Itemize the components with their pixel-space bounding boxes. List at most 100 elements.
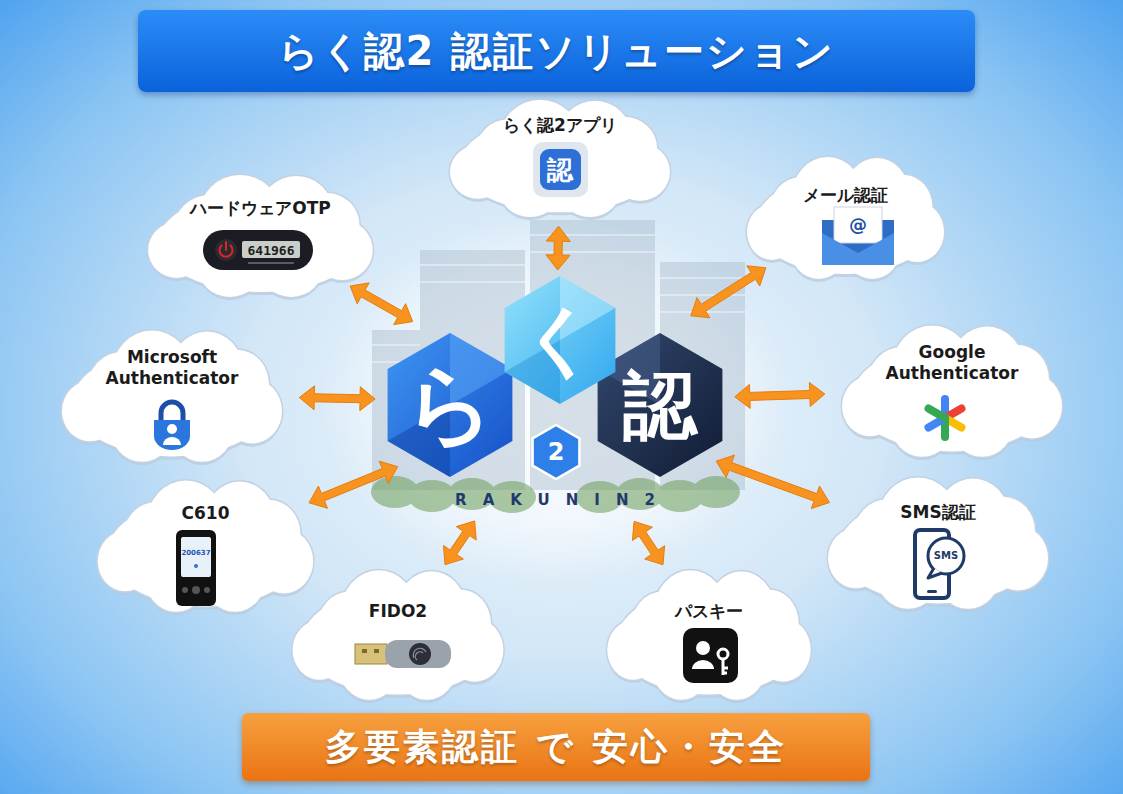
speech-tail — [928, 568, 942, 578]
double-arrow — [309, 461, 398, 508]
cloud-outline — [832, 320, 1072, 460]
cloud-lobe — [293, 620, 347, 679]
cloud-lobe — [98, 531, 153, 591]
device-button — [182, 587, 188, 593]
icon-tile — [533, 142, 588, 197]
device-dot — [194, 564, 198, 568]
cloud-lobe — [62, 381, 118, 441]
cloud-edge — [842, 325, 1062, 456]
cloud-lobe — [842, 376, 898, 436]
c610-device — [176, 530, 216, 606]
cloud-label: メール認証 — [751, 185, 941, 206]
passkey-icon — [683, 628, 738, 683]
google-authenticator-icon — [929, 399, 962, 437]
cloud-body — [747, 157, 944, 279]
fingerprint-pad — [409, 643, 431, 665]
cloud-edge — [450, 100, 670, 217]
key-body — [385, 640, 451, 668]
cloud-body — [842, 325, 1062, 456]
building-silhouette — [372, 220, 745, 490]
power-button — [215, 239, 237, 261]
usb-hole — [374, 649, 379, 653]
fido2-key — [355, 640, 451, 668]
title-text: らく認2 認証ソリューション — [278, 24, 836, 79]
cloud-edge — [293, 570, 504, 700]
power-symbol — [220, 242, 233, 257]
lock-body — [154, 420, 190, 450]
device-body — [176, 530, 216, 606]
passkey-tile — [683, 628, 738, 683]
cloud-shadow — [98, 484, 313, 615]
cloud-label: SMS認証 — [838, 502, 1038, 523]
cloud-lobe — [890, 388, 954, 457]
passkey-key-bow — [718, 649, 728, 659]
device-button — [192, 586, 200, 594]
token-display — [242, 241, 300, 258]
double-arrow — [632, 521, 664, 564]
passkey-key-shaft — [723, 659, 728, 675]
cloud-body — [62, 330, 282, 461]
cloud-label: らく認2アプリ — [455, 115, 665, 136]
lock-person-body — [163, 437, 181, 445]
icon-label: 認 — [547, 157, 573, 183]
cloud-lobe — [98, 531, 153, 591]
cloud-lobe — [828, 528, 884, 588]
envelope-front — [822, 233, 894, 265]
cloud-lobe — [148, 222, 205, 278]
spoke — [929, 409, 946, 419]
cloud-edge — [607, 570, 811, 700]
cloud-node: FIDO2 — [283, 565, 513, 703]
app-icon — [533, 142, 588, 197]
title-band: らく認2 認証ソリューション — [138, 10, 975, 92]
hexagon — [388, 333, 513, 477]
cloud-edge — [828, 477, 1048, 608]
icon-label: 200637 — [181, 550, 210, 557]
usb-hole — [362, 649, 367, 653]
hexagon — [598, 333, 723, 477]
cloud-lobe — [450, 145, 506, 199]
device-button — [204, 587, 210, 593]
cloud-shadow — [450, 103, 670, 220]
fingerprint-lines — [413, 648, 426, 660]
cloud-body — [98, 480, 313, 611]
cloud-node: Google Authenticator — [832, 320, 1072, 460]
cloud-lobe — [828, 528, 884, 588]
mail-icon — [822, 207, 894, 265]
cloud-lobe — [890, 388, 954, 457]
hexagon — [505, 276, 616, 404]
cloud-label: Google Authenticator — [877, 342, 1027, 385]
double-arrow — [735, 383, 825, 409]
cloud-body — [607, 570, 811, 700]
cloud-body — [293, 570, 504, 700]
cloud-edge — [98, 480, 313, 611]
lock-person-head — [167, 424, 177, 434]
logo-node: らく認2RAKUNIN2 — [380, 275, 730, 530]
cloud-edge — [148, 175, 373, 297]
envelope-paper — [834, 207, 882, 243]
double-arrow — [716, 455, 829, 509]
logo-text: 認 — [623, 368, 697, 442]
phone-home — [927, 590, 937, 593]
double-arrow — [691, 266, 766, 318]
double-arrow — [546, 226, 570, 270]
cloud-label: C610 — [106, 503, 306, 524]
microsoft-authenticator-icon — [154, 402, 190, 450]
passkey-person-body — [692, 660, 714, 669]
logo-text: RAKUNIN2 — [455, 493, 671, 508]
logo-text: 2 — [548, 440, 565, 464]
icon-label: @ — [849, 216, 867, 234]
cloud-lobe — [747, 204, 797, 260]
caption-text: 多要素認証 で 安心・安全 — [325, 723, 786, 772]
cloud-lobe — [607, 620, 659, 679]
center-glow — [320, 215, 790, 585]
hexagon — [533, 425, 580, 479]
cloud-edge — [62, 330, 282, 461]
cloud-lobe — [450, 145, 506, 199]
usb-connector — [355, 644, 387, 664]
logo-text: ら — [405, 361, 495, 449]
cloud-lobe — [747, 204, 797, 260]
icon-face — [540, 149, 581, 190]
